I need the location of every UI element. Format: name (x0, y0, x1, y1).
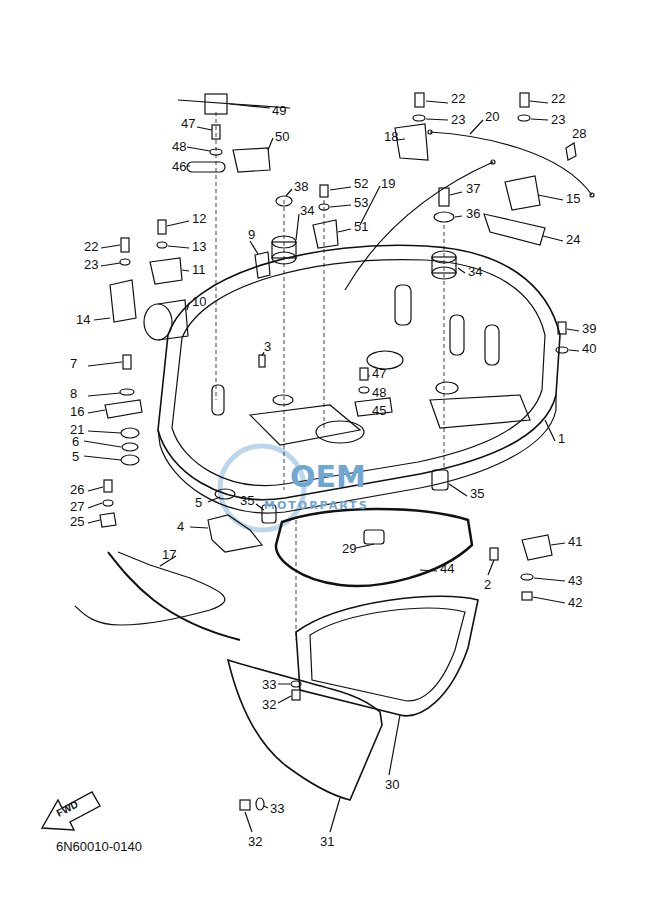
callout-number: 50 (275, 130, 289, 143)
callout-number: 7 (70, 357, 77, 370)
callout-number: 43 (568, 574, 582, 587)
callout-number: 22 (84, 240, 98, 253)
watermark: MOTORPARTS (264, 500, 369, 511)
callout-number: 14 (76, 313, 90, 326)
callout-number: 39 (582, 322, 596, 335)
callout-number: 27 (70, 500, 84, 513)
callout-number: 24 (566, 233, 580, 246)
callout-number: 3 (264, 340, 271, 353)
callout-number: 26 (70, 483, 84, 496)
callout-number: 47 (372, 367, 386, 380)
callout-number: 29 (342, 542, 356, 555)
callout-number: 34 (300, 204, 314, 217)
callout-number: 20 (485, 110, 499, 123)
callout-number: 53 (354, 196, 368, 209)
callout-number: 10 (192, 295, 206, 308)
watermark: OEM (290, 462, 366, 492)
callout-number: 35 (470, 487, 484, 500)
callout-number: 38 (294, 180, 308, 193)
callout-number: 5 (72, 450, 79, 463)
callout-number: 11 (192, 263, 206, 276)
callout-number: 12 (192, 212, 206, 225)
callout-number: 15 (566, 192, 580, 205)
diagram-code: 6N60010-0140 (56, 840, 142, 853)
callout-number: 18 (384, 130, 398, 143)
callout-number: 17 (162, 548, 176, 561)
callout-number: 33 (262, 678, 276, 691)
callout-number: 46 (172, 160, 186, 173)
callout-number: 19 (381, 177, 395, 190)
callout-number: 28 (572, 127, 586, 140)
callout-number: 32 (262, 698, 276, 711)
callout-number: 36 (466, 207, 480, 220)
callout-number: 22 (451, 92, 465, 105)
callout-number: 37 (466, 182, 480, 195)
callout-number: 35 (240, 494, 254, 507)
callout-number: 41 (568, 535, 582, 548)
callout-number: 34 (468, 265, 482, 278)
callout-number: 23 (551, 113, 565, 126)
callout-number: 52 (354, 177, 368, 190)
callout-number: 13 (192, 240, 206, 253)
callout-number: 40 (582, 342, 596, 355)
callout-number: 22 (551, 92, 565, 105)
callout-number: 23 (84, 258, 98, 271)
callout-number: 25 (70, 515, 84, 528)
callout-number: 31 (320, 835, 334, 848)
callout-number: 51 (354, 220, 368, 233)
callout-number: 5 (195, 496, 202, 509)
callout-number: 44 (440, 562, 454, 575)
callout-number: 6 (72, 435, 79, 448)
callout-number: 48 (172, 140, 186, 153)
callout-number: 8 (70, 387, 77, 400)
callout-number: 2 (484, 578, 491, 591)
callout-number: 47 (181, 117, 195, 130)
callout-number: 9 (248, 228, 255, 241)
callout-number: 32 (248, 835, 262, 848)
callout-number: 33 (270, 802, 284, 815)
callout-number: 30 (385, 778, 399, 791)
callout-number: 48 (372, 386, 386, 399)
callout-number: 16 (70, 405, 84, 418)
callout-number: 45 (372, 404, 386, 417)
callout-number: 49 (272, 104, 286, 117)
callout-number: 42 (568, 596, 582, 609)
callout-number: 4 (177, 520, 184, 533)
callout-number: 23 (451, 113, 465, 126)
callout-number: 1 (558, 432, 565, 445)
